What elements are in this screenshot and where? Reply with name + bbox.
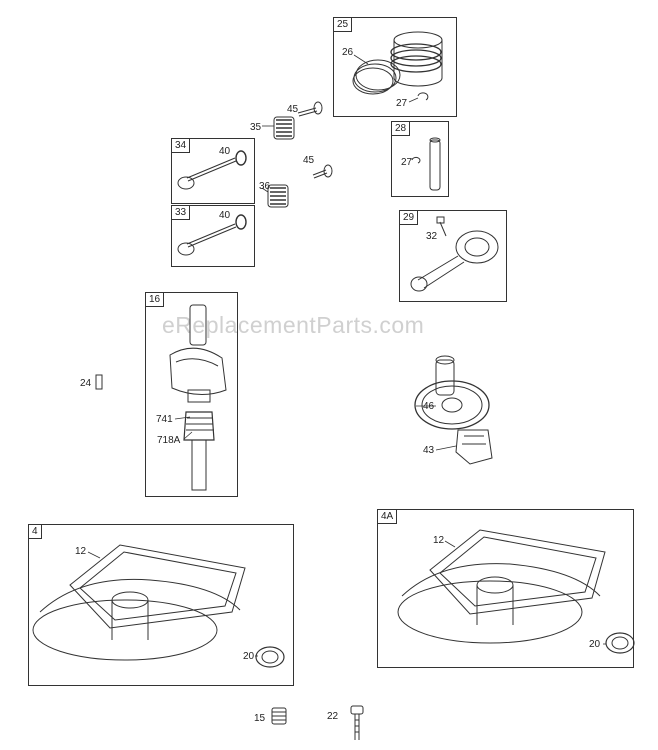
connecting-rod bbox=[410, 216, 499, 292]
piston bbox=[352, 31, 443, 95]
box-29: 29 bbox=[399, 210, 507, 302]
label-32: 32 bbox=[426, 231, 438, 242]
seal-20a bbox=[255, 646, 285, 668]
valve-33 bbox=[177, 214, 247, 256]
box-33-tag: 33 bbox=[172, 206, 191, 220]
nut-15 bbox=[271, 707, 287, 725]
label-741: 741 bbox=[156, 414, 173, 425]
spring-36 bbox=[267, 184, 289, 208]
box-33: 33 bbox=[171, 205, 255, 267]
label-43: 43 bbox=[423, 445, 435, 456]
box-34-tag: 34 bbox=[172, 139, 191, 153]
wrist-pin bbox=[411, 137, 441, 191]
label-24: 24 bbox=[80, 378, 92, 389]
label-15: 15 bbox=[254, 713, 266, 724]
seal-20b bbox=[605, 632, 635, 654]
spring-35 bbox=[273, 116, 295, 140]
leader-lines bbox=[87, 54, 606, 657]
valve-45-upper bbox=[297, 101, 323, 117]
label-45a: 45 bbox=[287, 104, 299, 115]
label-26: 26 bbox=[342, 47, 354, 58]
bolt-22 bbox=[350, 705, 364, 740]
box-29-tag: 29 bbox=[400, 211, 419, 225]
valve-34 bbox=[177, 150, 247, 190]
label-20a: 20 bbox=[243, 651, 255, 662]
sump-4a bbox=[397, 529, 606, 644]
box-16-tag: 16 bbox=[146, 293, 165, 307]
box-16: 16 bbox=[145, 292, 238, 497]
label-36: 36 bbox=[259, 181, 271, 192]
box-4-tag: 4 bbox=[29, 525, 42, 539]
label-12a: 12 bbox=[75, 546, 87, 557]
box-34: 34 bbox=[171, 138, 255, 204]
label-46: 46 bbox=[423, 401, 435, 412]
box-28: 28 bbox=[391, 121, 449, 197]
key-24 bbox=[95, 374, 103, 390]
label-35: 35 bbox=[250, 122, 262, 133]
box-28-tag: 28 bbox=[392, 122, 411, 136]
sump-4 bbox=[32, 544, 246, 661]
label-45b: 45 bbox=[303, 155, 315, 166]
label-27b: 27 bbox=[401, 157, 413, 168]
label-20b: 20 bbox=[589, 639, 601, 650]
label-40b: 40 bbox=[219, 210, 231, 221]
label-40a: 40 bbox=[219, 146, 231, 157]
box-25: 25 bbox=[333, 17, 457, 117]
crankshaft bbox=[169, 304, 227, 491]
label-22: 22 bbox=[327, 711, 339, 722]
box-4: 4 bbox=[28, 524, 294, 686]
piston-clip-27 bbox=[417, 92, 429, 101]
governor-43 bbox=[455, 429, 493, 465]
box-25-tag: 25 bbox=[334, 18, 353, 32]
label-12b: 12 bbox=[433, 535, 445, 546]
box-4a-tag: 4A bbox=[378, 510, 398, 524]
box-4a: 4A bbox=[377, 509, 634, 668]
camshaft-gear bbox=[414, 355, 490, 430]
label-27a: 27 bbox=[396, 98, 408, 109]
label-718a: 718A bbox=[157, 435, 181, 446]
valve-45-lower bbox=[312, 164, 333, 179]
